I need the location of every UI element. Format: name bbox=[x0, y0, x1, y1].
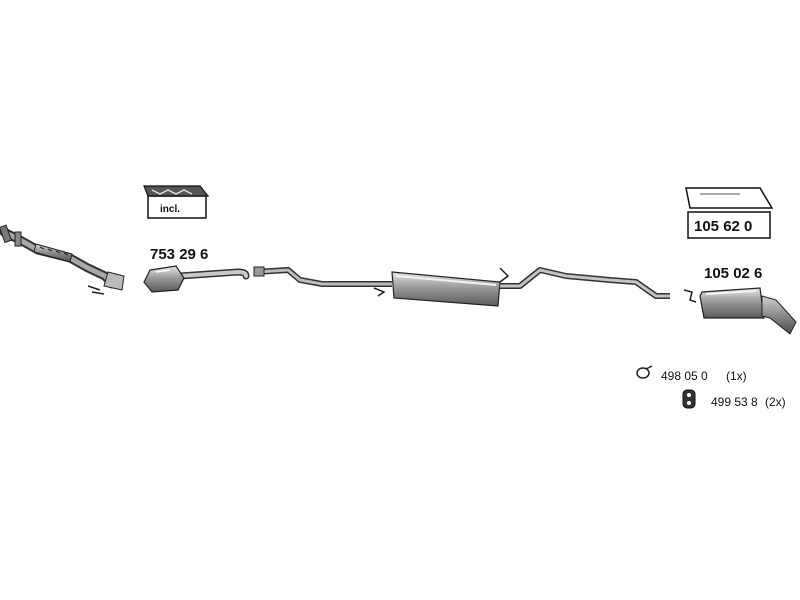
rubber-hanger-icon bbox=[682, 389, 696, 409]
rear-silencer[interactable] bbox=[683, 287, 797, 335]
kit-box-icon: incl. bbox=[143, 185, 210, 219]
front-pipe[interactable] bbox=[0, 224, 125, 295]
mounting-hanger-part-number: 499 53 8 bbox=[711, 395, 758, 409]
mounting-ring-part-number: 498 05 0 bbox=[661, 369, 708, 383]
middle-silencer[interactable] bbox=[253, 266, 670, 307]
catalytic-converter-part-number: 753 29 6 bbox=[150, 246, 208, 263]
ring-icon bbox=[636, 365, 653, 379]
rear-kit-box-icon: 105 62 0 bbox=[685, 187, 774, 239]
mounting-hanger-quantity: (2x) bbox=[765, 395, 786, 409]
mounting-ring-quantity: (1x) bbox=[726, 369, 747, 383]
mounting-ring-item: 498 05 0 (1x) bbox=[636, 365, 747, 383]
rear-silencer-part-number: 105 02 6 bbox=[704, 265, 762, 282]
catalytic-converter[interactable] bbox=[143, 265, 250, 293]
kit-included-label: incl. bbox=[160, 204, 180, 215]
rear-kit-box-number: 105 62 0 bbox=[694, 218, 752, 235]
mounting-hanger-item: 499 53 8 (2x) bbox=[682, 389, 786, 409]
